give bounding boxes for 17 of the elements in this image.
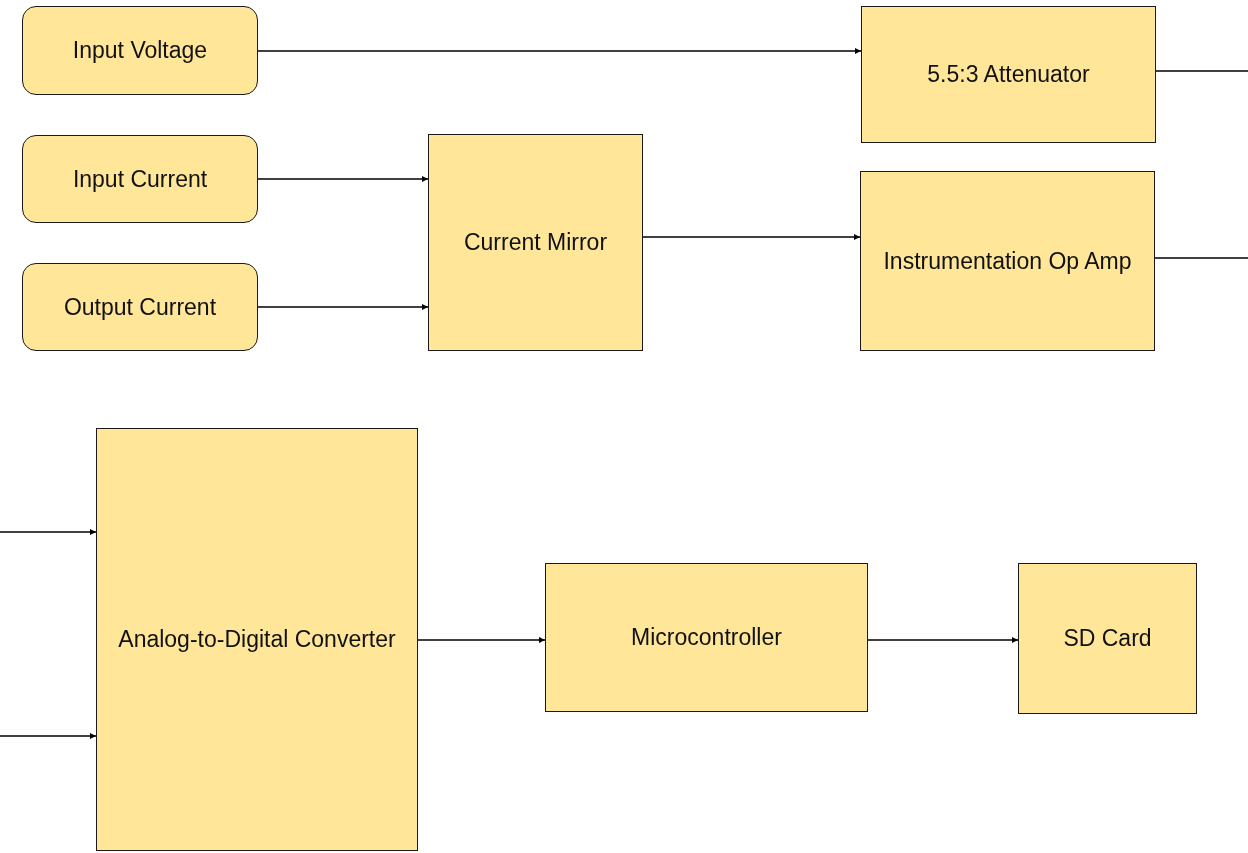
process-box: Instrumentation Op Amp <box>860 171 1155 351</box>
arrow <box>0 733 97 739</box>
arrow <box>867 637 1019 643</box>
process-box: Current Mirror <box>428 134 643 351</box>
arrow <box>417 637 546 643</box>
process-box: Microcontroller <box>545 563 868 712</box>
arrow <box>257 176 429 182</box>
arrow <box>257 48 862 54</box>
arrow <box>0 529 97 535</box>
arrow <box>257 304 429 310</box>
process-box: SD Card <box>1018 563 1197 714</box>
process-box: Analog-to-Digital Converter <box>96 428 418 851</box>
input-box: Output Current <box>22 263 258 351</box>
input-box: Input Voltage <box>22 6 258 95</box>
input-box: Input Current <box>22 135 258 223</box>
process-box: 5.5:3 Attenuator <box>861 6 1156 143</box>
arrow <box>642 234 861 240</box>
